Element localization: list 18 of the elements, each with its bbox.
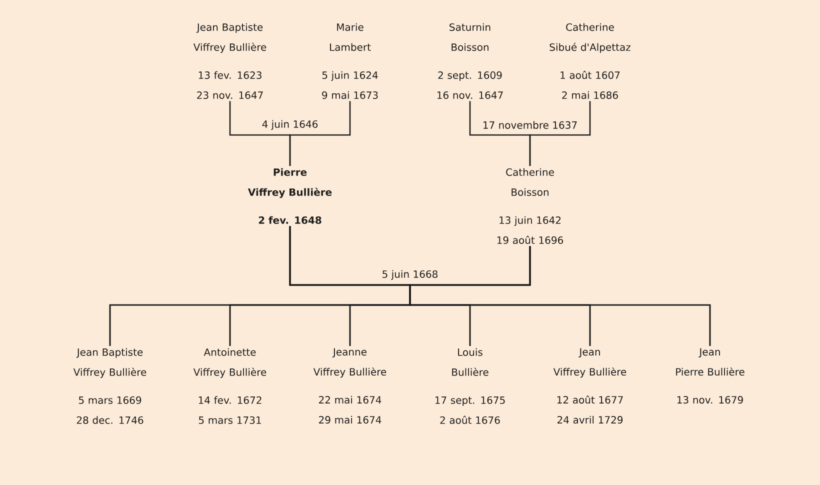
person-entry: Jeanne Viffrey Bullière 22 mai 1674 29 mai 1674 [313, 348, 386, 424]
person-entry: Jean Viffrey Bullière 12 août 1677 24 avril 1729 [553, 348, 626, 424]
person-entry: Louis Bullière 17 sept. 1675 2 août 1676 [435, 348, 505, 424]
person-entry: Saturnin Boisson 2 sept. 1609 16 nov. 1647 [437, 23, 503, 99]
person-entry: Jean Baptiste Viffrey Bullière 5 mars 1669 28 dec. 1746 [73, 348, 146, 424]
marriage-date: 5 juin 1668 [380, 269, 440, 281]
person-entry: Pierre Viffrey Bullière 2 fev. 1648 [248, 168, 332, 224]
family-line [529, 101, 591, 166]
family-line [289, 101, 351, 166]
marriage-date: 17 novembre 1637 [481, 120, 579, 130]
person-entry: Antoinette Viffrey Bullière 14 fev. 1672 5 mars 1731 [193, 348, 266, 424]
family-line [409, 246, 711, 346]
person-entry: Jean Pierre Bullière 13 nov. 1679 [676, 348, 744, 404]
marriage-date: 4 juin 1646 [260, 119, 320, 131]
person-entry: Catherine Boisson 13 juin 1642 19 août 1696 [497, 168, 564, 244]
person-entry: Catherine Sibué d'Alpettaz 1 août 1607 2 mai 1686 [550, 23, 630, 99]
person-entry: Marie Lambert 5 juin 1624 9 mai 1673 [322, 23, 378, 99]
person-entry: Jean Baptiste Viffrey Bullière 13 fev. 1623 23 nov. 1647 [193, 23, 266, 99]
